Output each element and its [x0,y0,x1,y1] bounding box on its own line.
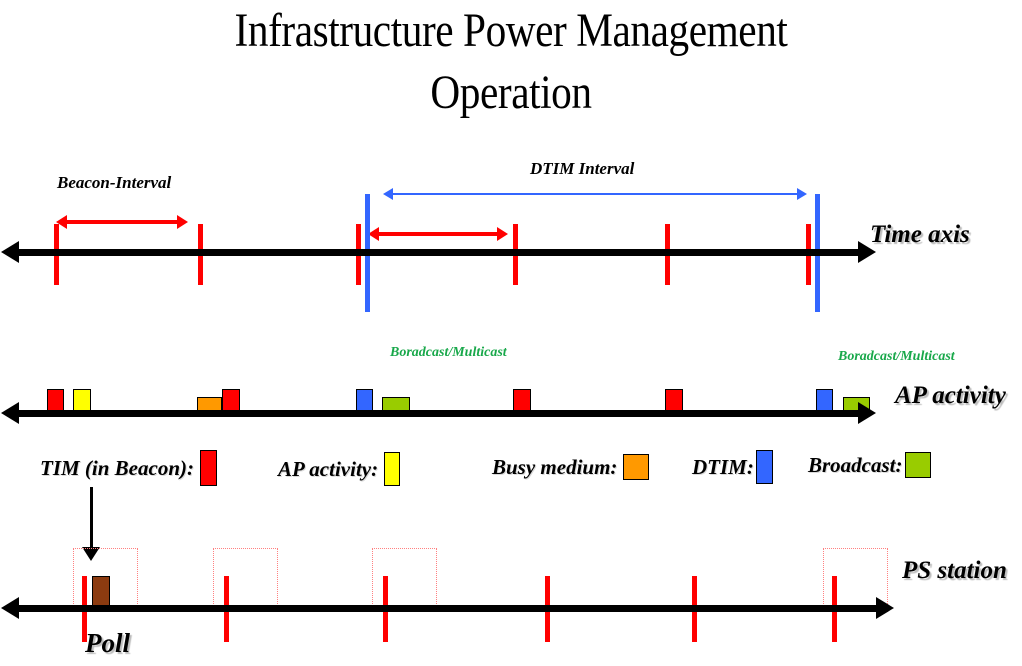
dtim-interval-label: DTIM Interval [530,159,635,178]
legend-item-tim-in-beacon: TIM (in Beacon): [40,450,217,486]
beacon-interval-arrow-2 [368,227,508,241]
time-axis-line [18,249,862,256]
ap-activity-axis-line [18,410,862,417]
legend-swatch-busy-medium [623,454,650,480]
ps-station-arrow-right [876,597,894,619]
ps-station-label: PS station [902,557,1007,584]
beacon-interval-label: Beacon-Interval [57,173,172,192]
page-title: Infrastructure Power Management Operatio… [72,0,951,124]
ps-awake-window [213,548,278,612]
time-axis-arrow-right [858,241,876,263]
dtim-interval-arrow [383,188,807,200]
beacon-interval-arrow-1 [56,215,188,229]
ps-station-axis-line [18,605,880,612]
title-line-1: Infrastructure Power Management [234,4,788,57]
poll-label: Poll [85,628,130,658]
ps-awake-window [372,548,437,612]
legend-swatch-dtim [755,450,773,484]
time-axis-arrow-left [1,241,19,263]
broadcast-multicast-label-1: Boradcast/Multicast [390,345,507,360]
ap-activity-label: AP activity [895,382,1006,409]
ap-activity-arrow-right [858,402,876,424]
ps-station-arrow-left [1,597,19,619]
legend-item-busy-medium: Busy medium: [492,454,650,480]
legend-item-ap-activity: AP activity: [278,452,401,486]
legend-label: Busy medium: [492,454,618,479]
legend-swatch-ap-activity [384,452,401,486]
broadcast-multicast-label-2: Boradcast/Multicast [838,349,955,364]
tim-pointer-line [90,487,93,549]
legend-item-broadcast: Broadcast: [808,452,931,478]
legend-label: Broadcast: [808,452,903,477]
legend-label: DTIM: [692,454,754,479]
legend-swatch-broadcast [904,452,931,478]
tim-pointer-arrowhead [82,547,100,561]
legend-item-dtim: DTIM: [692,450,773,484]
legend-label: AP activity: [278,456,379,481]
legend-label: TIM (in Beacon): [40,455,194,480]
time-axis-label: Time axis [870,221,970,248]
ap-activity-arrow-left [1,402,19,424]
title-line-2: Operation [430,66,592,119]
legend-swatch-tim-in-beacon [200,450,217,486]
